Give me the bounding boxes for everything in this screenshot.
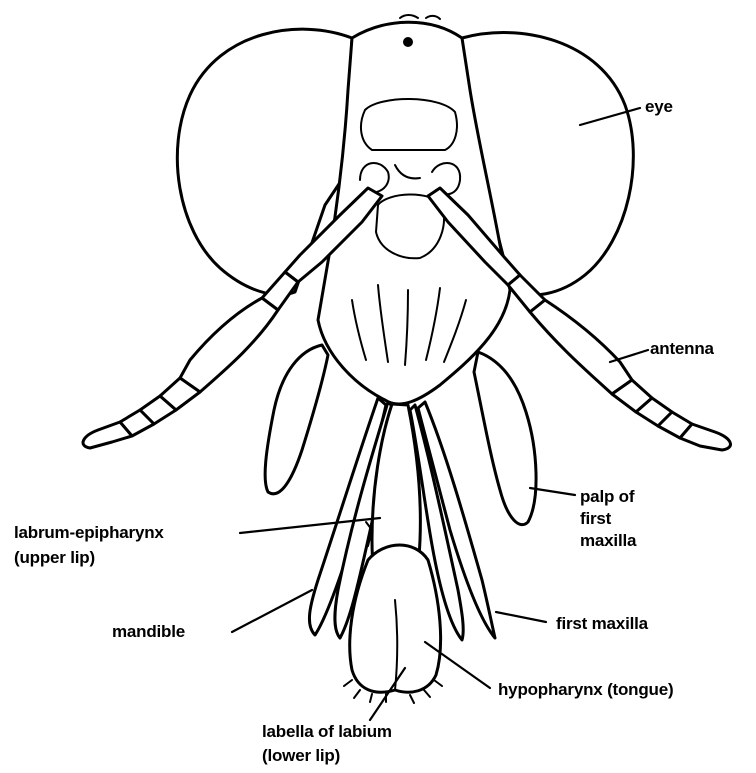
label-palp-line2: first: [580, 508, 611, 530]
label-labella-line2: (lower lip): [262, 745, 340, 767]
label-labrum-line2: (upper lip): [14, 547, 95, 569]
label-first-maxilla: first maxilla: [556, 613, 648, 635]
label-eye: eye: [645, 96, 673, 118]
leader-mandible: [232, 590, 312, 632]
label-palp-line1: palp of: [580, 486, 634, 508]
label-labrum-line1: labrum-epipharynx: [14, 522, 164, 544]
ocellus-dot: [403, 37, 413, 47]
label-mandible: mandible: [112, 621, 185, 643]
right-maxillary-palp: [474, 352, 536, 525]
label-labella-line1: labella of labium: [262, 721, 392, 743]
label-hypopharynx: hypopharynx (tongue): [498, 679, 673, 701]
label-palp-line3: maxilla: [580, 530, 636, 552]
label-antenna: antenna: [650, 338, 714, 360]
leader-first-maxilla: [496, 612, 546, 622]
left-maxillary-palp: [265, 345, 328, 494]
